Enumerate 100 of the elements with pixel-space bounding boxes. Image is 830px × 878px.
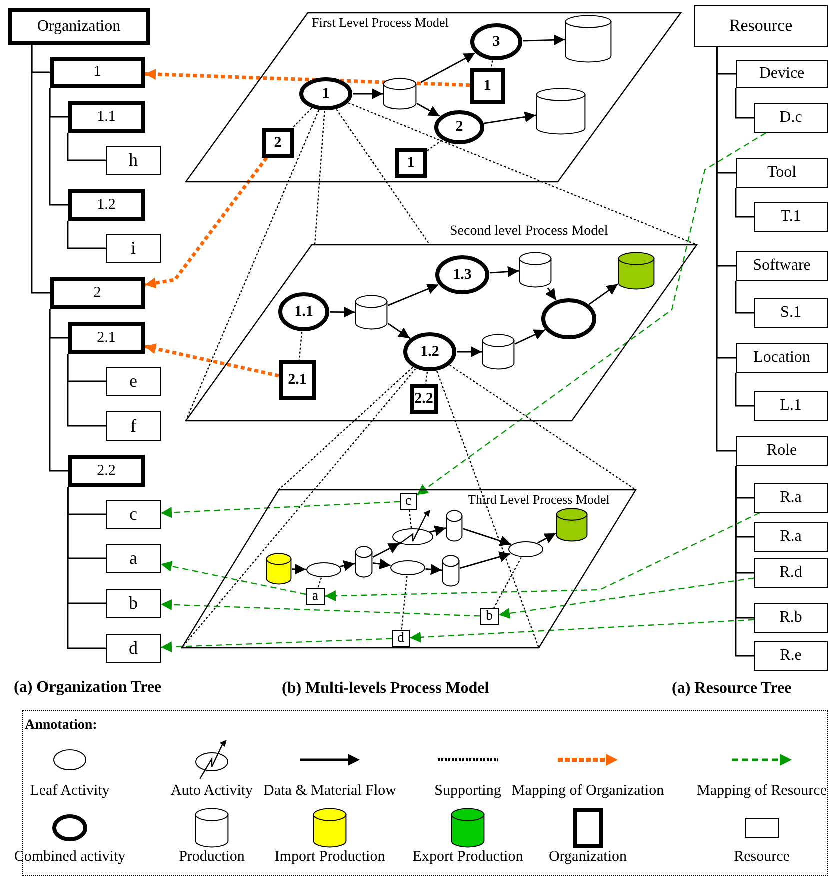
flow-arrow — [292, 564, 306, 575]
tree-connector — [67, 354, 106, 427]
tree-connector — [67, 221, 106, 250]
mapping-arrow — [144, 156, 268, 289]
production-cylinder — [565, 15, 612, 63]
tree-connector — [735, 188, 754, 218]
dotted-line — [450, 364, 636, 490]
flow-arrow — [388, 323, 410, 340]
resource-box: R.a — [754, 522, 828, 552]
mapping-arrow — [160, 638, 392, 653]
leaf-activity-ellipse — [306, 562, 342, 578]
panel-caption: (a) Resource Tree — [672, 680, 792, 698]
flow-arrow — [490, 266, 520, 278]
flow-arrow — [372, 558, 391, 570]
organization-box: 1 — [395, 148, 427, 178]
flow-arrow — [340, 560, 356, 572]
resource-box: Software — [736, 251, 828, 281]
tree-connector — [31, 45, 50, 294]
organization-unit-box: 2.2 — [68, 455, 145, 487]
resource-box: T.1 — [754, 202, 828, 232]
tree-connector — [49, 88, 68, 206]
resource-box: L.1 — [754, 391, 828, 421]
process-level-plane — [182, 490, 636, 648]
resource-box: Device — [736, 60, 828, 88]
legend-label: Organization — [548, 849, 628, 866]
resource-box: a — [306, 588, 325, 605]
resource-box: D.c — [754, 103, 828, 133]
plane-title: Third Level Process Model — [468, 492, 610, 508]
dotted-line — [278, 367, 414, 490]
combined-activity-ellipse: 1 — [299, 77, 353, 111]
resource-box: c — [106, 500, 161, 529]
resource-box: f — [106, 411, 161, 441]
mapping-arrow — [498, 578, 754, 619]
production-cylinder — [355, 546, 373, 578]
process-level-plane — [186, 222, 697, 421]
legend-label: Supporting — [434, 783, 502, 800]
leaf-activity-ellipse — [390, 560, 426, 576]
flow-arrow — [353, 88, 383, 100]
flow-arrow — [372, 542, 400, 558]
resource-box: i — [106, 234, 161, 263]
legend-label: Mapping of Resource — [697, 783, 827, 800]
mapping-arrow — [416, 132, 767, 496]
resource-box: d — [392, 630, 410, 647]
organization-unit-box: 2.1 — [68, 322, 145, 354]
resource-box: R.e — [754, 641, 828, 671]
dotted-line — [182, 368, 416, 648]
flow-arrow — [514, 329, 546, 345]
organization-unit-box: 2 — [50, 277, 145, 309]
flow-arrow — [416, 52, 476, 86]
organization-unit-box: 1.2 — [68, 189, 145, 221]
flow-arrow — [457, 346, 482, 358]
flow-arrow — [538, 532, 556, 544]
dotted-line — [348, 102, 698, 246]
dotted-line — [490, 60, 494, 68]
process-level-plane — [186, 13, 681, 182]
legend-label: Mapping of Organization — [512, 783, 664, 800]
plane-title: Second level Process Model — [450, 224, 608, 240]
combined-activity-ellipse: 2 — [434, 110, 485, 145]
production-cylinder — [536, 88, 586, 135]
organization-box: 1 — [470, 68, 505, 104]
legend-label: Resource — [734, 849, 790, 866]
organization-unit-box: 1 — [50, 57, 145, 88]
resource-box: S.1 — [754, 298, 828, 328]
resource-box: b — [480, 608, 499, 625]
combined-activity-ellipse: 1.2 — [403, 332, 457, 372]
panel-caption: (a) Organization Tree — [14, 679, 162, 697]
resource-box: d — [106, 634, 161, 663]
dotted-line — [185, 110, 320, 422]
import-production-cylinder — [266, 553, 292, 585]
flow-arrow — [460, 552, 511, 570]
tree-connector — [735, 281, 754, 314]
mapping-arrow — [160, 599, 480, 617]
flow-arrow — [462, 528, 512, 546]
mapping-arrow — [410, 619, 754, 643]
resource-box: c — [400, 493, 417, 510]
resource-box: e — [106, 367, 161, 396]
tree-connector — [49, 309, 68, 472]
resource-box: b — [106, 589, 161, 618]
mapping-arrow — [324, 512, 760, 602]
dotted-line — [426, 140, 442, 152]
legend-label: Production — [179, 849, 245, 866]
organization-unit-box: Organization — [8, 8, 150, 45]
combined-activity-ellipse: 1.3 — [435, 255, 490, 295]
resource-box: Location — [736, 343, 828, 373]
dotted-line — [298, 332, 303, 360]
combined-activity-ellipse — [541, 298, 597, 340]
dotted-line — [318, 578, 322, 588]
dotted-line — [314, 110, 326, 246]
resource-box: a — [106, 544, 161, 573]
legend-label: Import Production — [274, 849, 386, 866]
organization-unit-box: 1.1 — [68, 101, 145, 133]
flow-arrow — [522, 34, 566, 46]
flow-arrow — [545, 288, 557, 301]
resource-box: R.d — [754, 558, 828, 588]
resource-box: R.b — [754, 603, 828, 633]
production-cylinder — [355, 295, 388, 330]
flow-arrow — [588, 284, 618, 306]
tree-connector — [735, 373, 754, 407]
dotted-line — [425, 372, 428, 384]
legend-label: Data & Material Flow — [264, 783, 396, 800]
